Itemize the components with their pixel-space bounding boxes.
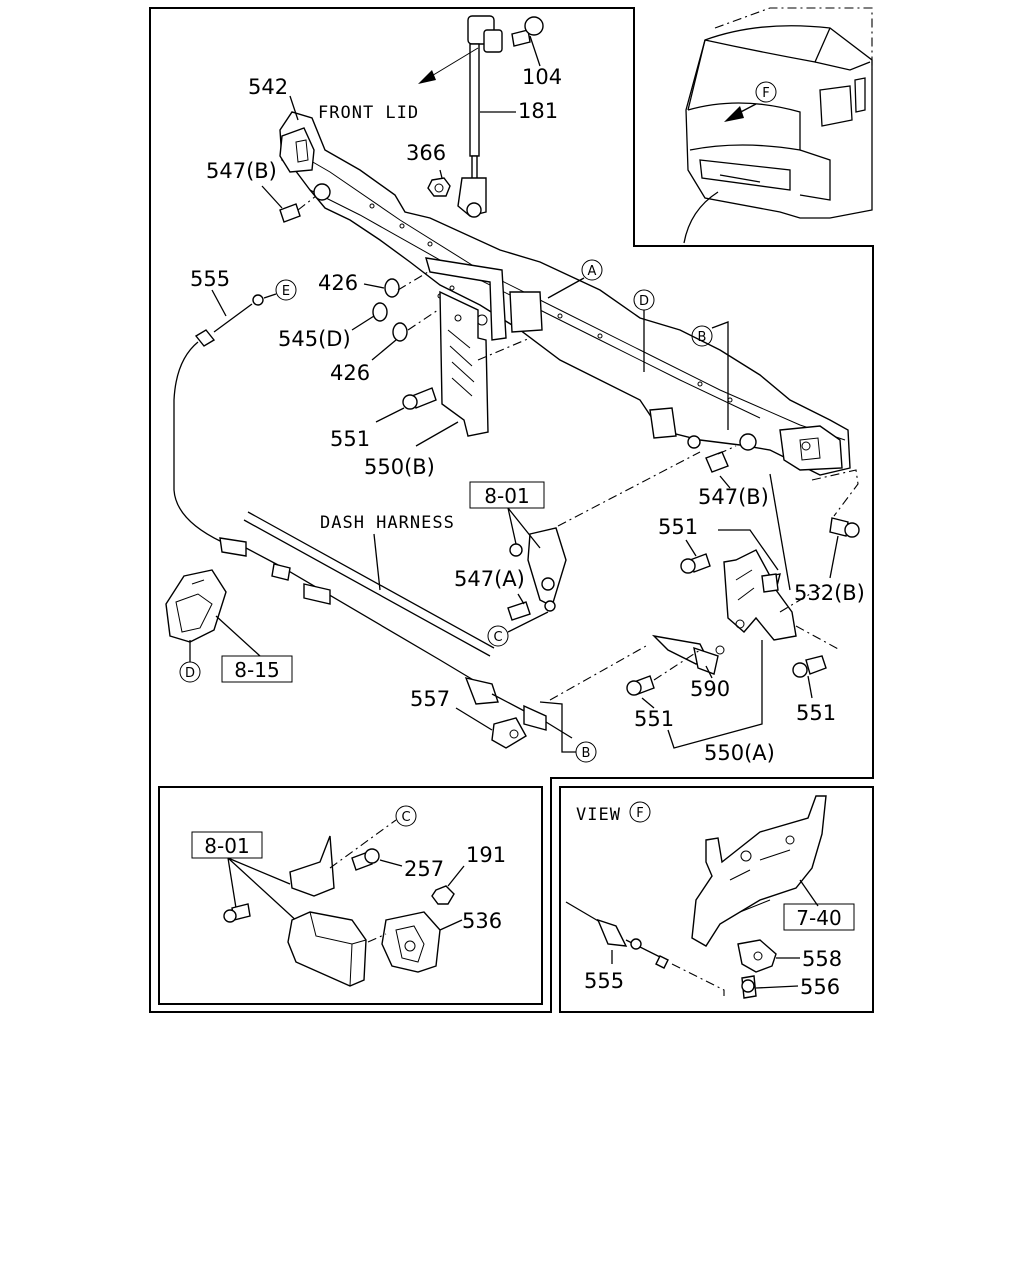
bracket-headlamp bbox=[289, 835, 335, 897]
circle-marker-f-thumb: F bbox=[762, 86, 769, 101]
clip-557 bbox=[491, 717, 527, 749]
panel-7-40 bbox=[691, 795, 827, 947]
main-frame bbox=[149, 7, 874, 1013]
part-547b-right: 547(B) bbox=[698, 485, 769, 509]
circle-marker-c-upper: C bbox=[493, 630, 502, 645]
cable-555-view bbox=[565, 901, 669, 969]
front-lid-label: FRONT LID bbox=[318, 103, 419, 123]
nut-366 bbox=[427, 177, 451, 197]
circle-marker-e: E bbox=[282, 284, 290, 299]
part-556: 556 bbox=[800, 975, 840, 999]
ref-box-8-01-lower bbox=[191, 831, 263, 859]
cross-member bbox=[279, 111, 851, 476]
dash-harness-label: DASH HARNESS bbox=[320, 513, 455, 533]
clip-558 bbox=[737, 939, 777, 973]
grommet bbox=[165, 569, 227, 643]
part-547a: 547(A) bbox=[454, 567, 525, 591]
part-191: 191 bbox=[466, 843, 506, 867]
svg-text:8-01: 8-01 bbox=[484, 484, 529, 508]
inset-frame-headlamp bbox=[158, 786, 543, 1005]
part-547b-left: 547(B) bbox=[206, 159, 277, 183]
bolt-551-lower bbox=[626, 675, 655, 696]
part-542: 542 bbox=[248, 75, 288, 99]
part-550a: 550(A) bbox=[704, 741, 775, 765]
lever-590 bbox=[651, 634, 725, 675]
bolt-547b-right bbox=[705, 451, 729, 473]
part-557: 557 bbox=[410, 687, 450, 711]
circle-marker-b-upper: B bbox=[698, 330, 707, 345]
inset-frame-view-f bbox=[559, 786, 874, 1013]
bolt-551-right-upper bbox=[680, 553, 711, 574]
part-550b: 550(B) bbox=[364, 455, 435, 479]
circle-marker-f-view: F bbox=[636, 806, 643, 821]
circle-marker-d-lower: D bbox=[185, 666, 195, 681]
bolt-headlamp-left bbox=[223, 903, 251, 923]
part-551-lower: 551 bbox=[634, 707, 674, 731]
svg-text:8-01: 8-01 bbox=[204, 834, 249, 858]
bracket-550b bbox=[439, 290, 489, 437]
bracket-8-01 bbox=[509, 527, 567, 612]
bolt-532b bbox=[829, 517, 860, 538]
cab-thumbnail: F bbox=[683, 7, 873, 244]
bolt-257 bbox=[351, 848, 380, 871]
part-536: 536 bbox=[462, 909, 502, 933]
part-366: 366 bbox=[406, 141, 446, 165]
part-555-main: 555 bbox=[190, 267, 230, 291]
cable-555 bbox=[173, 294, 573, 739]
headlamp bbox=[287, 911, 367, 987]
ref-box-8-01-upper bbox=[469, 481, 545, 509]
part-558: 558 bbox=[802, 947, 842, 971]
svg-text:8-15: 8-15 bbox=[234, 658, 279, 682]
svg-text:7-40: 7-40 bbox=[796, 906, 841, 930]
bolt-547b-left bbox=[279, 203, 301, 223]
part-551-far-right: 551 bbox=[796, 701, 836, 725]
dash-harness-line bbox=[243, 511, 495, 657]
bolt-551-upper bbox=[402, 387, 437, 410]
part-551-right-upper: 551 bbox=[658, 515, 698, 539]
bolt-547a bbox=[507, 601, 531, 621]
ref-box-7-40 bbox=[783, 903, 855, 931]
bolt-551-far-right bbox=[792, 655, 827, 678]
part-426-upper: 426 bbox=[318, 271, 358, 295]
circle-marker-a: A bbox=[588, 264, 597, 279]
adjuster-536 bbox=[381, 911, 441, 973]
part-104: 104 bbox=[522, 65, 562, 89]
nut-191 bbox=[431, 885, 455, 905]
part-532b: 532(B) bbox=[794, 581, 865, 605]
gas-strut bbox=[457, 15, 503, 218]
part-555-view: 555 bbox=[584, 969, 624, 993]
bracket-550a bbox=[723, 549, 797, 641]
circle-marker-b-lower: B bbox=[582, 746, 591, 761]
part-551-upper: 551 bbox=[330, 427, 370, 451]
part-257: 257 bbox=[404, 857, 444, 881]
ref-box-8-15 bbox=[221, 655, 293, 683]
circle-marker-c-lower: C bbox=[401, 810, 410, 825]
bolt-556 bbox=[741, 975, 757, 999]
part-426-lower: 426 bbox=[330, 361, 370, 385]
circle-marker-d-upper: D bbox=[639, 294, 649, 309]
part-181: 181 bbox=[518, 99, 558, 123]
bolt-104 bbox=[511, 16, 544, 47]
part-545d: 545(D) bbox=[278, 327, 351, 351]
view-label: VIEW bbox=[576, 805, 621, 825]
part-590: 590 bbox=[690, 677, 730, 701]
